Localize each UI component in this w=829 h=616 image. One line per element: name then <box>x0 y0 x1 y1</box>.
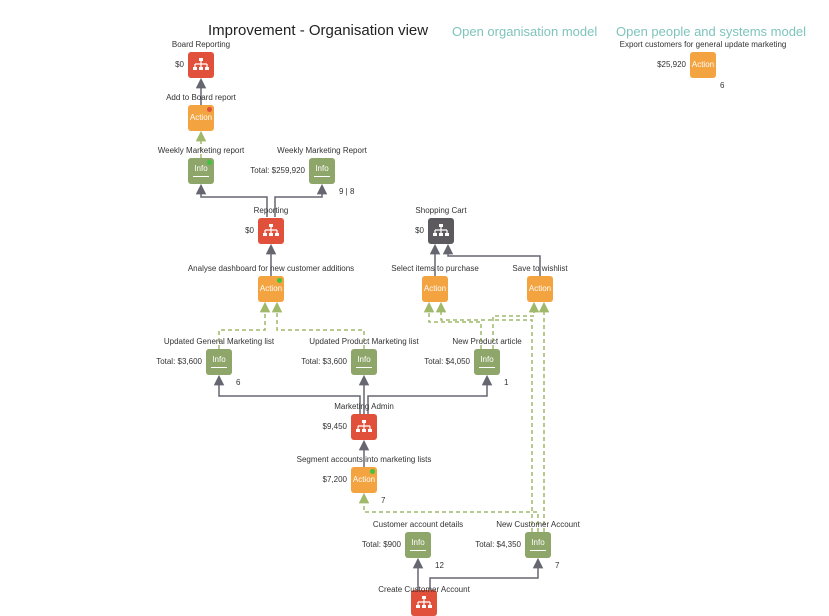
add-to-board-report-node[interactable]: Action <box>188 105 214 131</box>
save-to-wishlist-node[interactable]: Action <box>527 276 553 302</box>
segment-accounts-node[interactable]: Action <box>351 467 377 493</box>
status-dot <box>277 278 282 283</box>
new-product-article-node[interactable]: Info <box>474 349 500 375</box>
node-value: Total: $3,600 <box>156 357 202 366</box>
node-label: Segment accounts into marketing lists <box>296 455 432 464</box>
node-count: 6 <box>236 378 241 387</box>
action-box-text: Action <box>423 284 447 293</box>
node-label: Weekly Marketing report <box>157 146 245 155</box>
edge-new-account-to-segment <box>358 492 539 532</box>
info-box-text: Info <box>479 356 495 368</box>
node-value: $0 <box>245 226 254 235</box>
node-value: $7,200 <box>322 475 347 484</box>
info-box-text: Info <box>410 539 426 551</box>
info-box-text: Info <box>356 356 372 368</box>
node-value: Total: $259,920 <box>250 166 305 175</box>
edge-wishlist-to-cart <box>442 243 541 276</box>
page-title: Improvement - Organisation view <box>208 22 429 39</box>
action-box-text: Action <box>528 284 552 293</box>
info-box-text: Info <box>314 165 330 177</box>
node-label: Customer account details <box>372 520 464 529</box>
node-value: Total: $4,050 <box>424 357 470 366</box>
edge-create-to-new-account <box>429 557 544 595</box>
new-customer-account-node[interactable]: Info <box>525 532 551 558</box>
select-items-node[interactable]: Action <box>422 276 448 302</box>
customer-account-details-node[interactable]: Info <box>405 532 431 558</box>
node-label: Create Customer Account <box>378 585 470 594</box>
edge-general-list-to-analyse <box>218 301 271 349</box>
node-count: 12 <box>435 561 444 570</box>
info-box-text: Info <box>193 165 209 177</box>
org-chart-icon <box>356 420 372 434</box>
node-count: 7 <box>381 496 386 505</box>
action-box-text: Action <box>259 284 283 293</box>
org-chart-icon <box>263 224 279 238</box>
org-chart-icon <box>416 596 432 610</box>
edge-admin-to-article <box>367 374 493 414</box>
org-chart-icon <box>433 224 449 238</box>
updated-product-marketing-list-node[interactable]: Info <box>351 349 377 375</box>
node-label: Save to wishlist <box>512 264 568 273</box>
node-label: Updated Product Marketing list <box>309 337 419 346</box>
edge-new-account-to-select <box>435 301 533 532</box>
node-label: New Product article <box>452 337 522 346</box>
diagram-canvas <box>195 77 550 595</box>
node-label: Select items to purchase <box>391 264 479 273</box>
node-value: Total: $4,350 <box>475 540 521 549</box>
edge-article-to-wishlist <box>492 301 540 349</box>
node-count: 6 <box>720 81 725 90</box>
open-people-systems-model-link[interactable]: Open people and systems model <box>616 24 807 39</box>
node-value: Total: $3,600 <box>301 357 347 366</box>
edge-article-to-select <box>423 301 482 349</box>
edge-product-list-to-analyse <box>271 301 365 349</box>
analyse-dashboard-node[interactable]: Action <box>258 276 284 302</box>
node-label: Add to Board report <box>166 93 236 102</box>
node-label: Export customers for general update mark… <box>619 40 787 49</box>
export-customers-node[interactable]: Action <box>690 52 716 78</box>
node-count: 9 | 8 <box>339 187 355 196</box>
status-dot <box>207 160 212 165</box>
marketing-admin-node[interactable] <box>351 414 377 440</box>
node-label: Reporting <box>253 206 289 215</box>
board-reporting-node[interactable] <box>188 52 214 78</box>
info-box-text: Info <box>211 356 227 368</box>
info-box-text: Info <box>530 539 546 551</box>
edge-reporting-to-weekly-a <box>195 183 268 217</box>
open-organisation-model-link[interactable]: Open organisation model <box>452 24 598 39</box>
status-dot <box>207 107 212 112</box>
node-label: Marketing Admin <box>334 402 394 411</box>
edge-reporting-to-weekly-b <box>274 183 328 217</box>
node-value: $25,920 <box>657 60 686 69</box>
action-box-text: Action <box>189 113 213 122</box>
node-label: Weekly Marketing Report <box>277 146 367 155</box>
node-value: $9,450 <box>322 422 347 431</box>
shopping-cart-node[interactable] <box>428 218 454 244</box>
node-count: 1 <box>504 378 509 387</box>
node-label: Board Reporting <box>171 40 231 49</box>
node-value: $0 <box>415 226 424 235</box>
edge-admin-to-general-list <box>213 374 361 414</box>
node-label: Updated General Marketing list <box>163 337 275 346</box>
node-label: Analyse dashboard for new customer addit… <box>187 264 355 273</box>
weekly-marketing-report-b-node[interactable]: Info <box>309 158 335 184</box>
action-box-text: Action <box>691 60 715 69</box>
action-box-text: Action <box>352 475 376 484</box>
reporting-node[interactable] <box>258 218 284 244</box>
updated-general-marketing-list-node[interactable]: Info <box>206 349 232 375</box>
node-value: Total: $900 <box>361 540 401 549</box>
status-dot <box>370 469 375 474</box>
weekly-marketing-report-a-node[interactable]: Info <box>188 158 214 184</box>
node-label: Shopping Cart <box>415 206 467 215</box>
node-label: New Customer Account <box>496 520 580 529</box>
org-chart-icon <box>193 58 209 72</box>
node-value: $0 <box>175 60 184 69</box>
node-count: 7 <box>555 561 560 570</box>
